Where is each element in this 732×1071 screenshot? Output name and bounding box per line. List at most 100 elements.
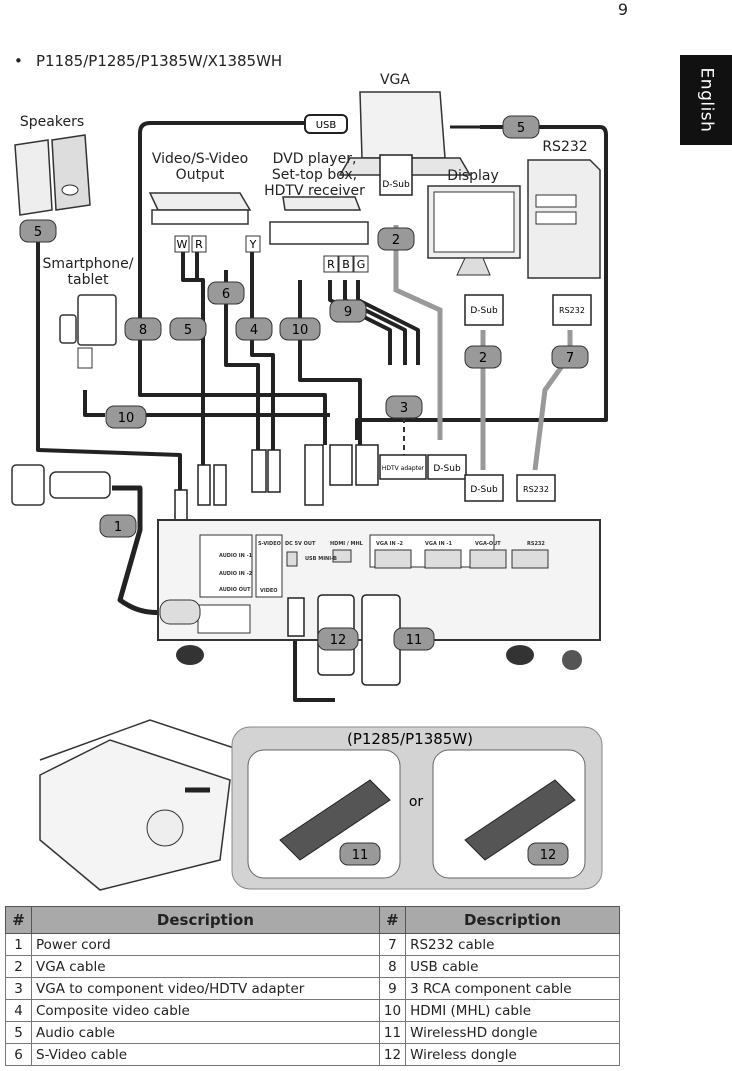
rs232-cable-path — [532, 330, 573, 471]
letter-b: B — [342, 258, 350, 271]
port-audio-out: AUDIO OUT — [219, 587, 251, 593]
port-labels: AUDIO IN -1 AUDIO IN -2 AUDIO OUT S-VIDE… — [219, 541, 545, 594]
label-display: Display — [447, 168, 499, 184]
laptop-audio-cable-path — [355, 125, 608, 440]
cell-desc: Wireless dongle — [405, 1043, 620, 1066]
callout-6: 6 — [207, 281, 245, 305]
svg-text:5: 5 — [517, 121, 525, 136]
svideo-plug-icon — [251, 449, 267, 493]
smartphone-cable-path — [83, 390, 330, 417]
svg-text:7: 7 — [566, 351, 574, 366]
bullet-icon: • — [14, 52, 23, 70]
projector-rear-icon — [157, 519, 601, 686]
label-video-output: Video/S-Video Output — [151, 151, 249, 184]
dongle-usb-cable-path — [293, 640, 335, 702]
connector-plugs — [174, 154, 592, 521]
label-speakers: Speakers — [19, 114, 85, 130]
composite-plug-icon — [267, 449, 281, 493]
composite-cable-path — [250, 250, 275, 450]
inset-or: or — [409, 794, 424, 810]
cell-num: 2 — [5, 955, 32, 978]
pc-tower-icon — [527, 159, 601, 279]
monitor-icon — [427, 185, 521, 276]
svg-text:11: 11 — [406, 633, 423, 648]
callout-7: 7 — [551, 345, 589, 369]
letter-g: G — [357, 258, 366, 271]
speakers-icon — [14, 134, 91, 216]
power-inlet — [197, 604, 251, 634]
rca-plug-r-icon — [213, 464, 227, 506]
svg-text:5: 5 — [184, 323, 192, 338]
page-number: 9 — [617, 0, 628, 19]
letter-w: W — [177, 238, 188, 251]
table-header-row: # Description # Description — [5, 906, 620, 934]
cell-desc: Composite video cable — [31, 999, 380, 1022]
callout-12b: 12 — [527, 842, 569, 866]
usb-plug-proj-icon — [304, 444, 324, 506]
svideo-cable-path — [224, 270, 260, 450]
cell-num: 11 — [378, 1021, 407, 1044]
callout-4: 4 — [235, 317, 273, 341]
inset-title: (P1285/P1385W) — [347, 730, 473, 748]
dsub-plug-monitor-icon — [464, 294, 504, 326]
callout-11b: 11 — [339, 842, 381, 866]
callouts: 5 5 2 6 9 8 5 4 10 2 7 3 10 1 12 11 — [19, 115, 589, 651]
connection-diagram: USB — [11, 91, 608, 891]
cell-num: 10 — [378, 999, 407, 1022]
label-rs232: RS232 — [542, 139, 588, 155]
header-num-2: # — [378, 906, 407, 934]
cell-desc: S-Video cable — [31, 1043, 380, 1066]
svg-text:2: 2 — [479, 351, 487, 366]
cell-num: 12 — [378, 1043, 407, 1066]
svg-text:3: 3 — [400, 401, 408, 416]
callout-8: 8 — [124, 317, 162, 341]
callout-2b: 2 — [464, 345, 502, 369]
rs232-label-proj: RS232 — [523, 485, 549, 494]
hdmi-plug-2-icon — [355, 444, 379, 486]
rs232-label-pc: RS232 — [559, 306, 585, 315]
hdmi-plug-1-icon — [329, 444, 353, 486]
power-plug-icon — [159, 599, 201, 625]
label-vga: VGA — [379, 72, 410, 88]
usb-plug-icon — [304, 114, 348, 134]
letter-r: R — [195, 238, 203, 251]
rs232-plug-pc-icon — [552, 294, 592, 326]
svg-text:10: 10 — [292, 323, 309, 338]
usb-plug-label: USB — [316, 120, 337, 131]
svg-text:10: 10 — [118, 411, 135, 426]
cell-desc: USB cable — [405, 955, 620, 978]
svg-text:12: 12 — [330, 633, 347, 648]
callout-12a: 12 — [317, 627, 359, 651]
cell-num: 7 — [378, 933, 407, 956]
svg-text:8: 8 — [139, 323, 147, 338]
cell-num: 6 — [5, 1043, 32, 1066]
port-audio-in-2: AUDIO IN -2 — [219, 571, 253, 577]
callout-11a: 11 — [393, 627, 435, 651]
audio-port-panel — [199, 534, 253, 598]
speaker-cable-path — [36, 235, 182, 490]
cell-desc: VGA cable — [31, 955, 380, 978]
label-smartphone: Smartphone/ tablet — [42, 256, 134, 289]
hdtv-adapter-label: HDTV adapter — [382, 465, 425, 472]
cell-num: 5 — [5, 1021, 32, 1044]
port-vga-in-2: VGA IN -2 — [376, 541, 403, 547]
cell-num: 4 — [5, 999, 32, 1022]
port-vga-in-1: VGA IN -1 — [425, 541, 452, 547]
model-line: •P1185/P1285/P1385W/X1385WH — [14, 52, 282, 70]
dsub-label-out: D-Sub — [470, 485, 498, 495]
rs232-plug-icon — [516, 474, 556, 502]
smartphone-tablet-icon — [59, 294, 117, 369]
svg-text:5: 5 — [34, 225, 42, 240]
audio-cable-path — [181, 250, 205, 470]
dsub-plug-laptop-icon — [379, 154, 413, 196]
video-output-device-icon — [148, 192, 252, 225]
svg-text:12: 12 — [540, 848, 557, 863]
cell-desc: VGA to component video/HDTV adapter — [31, 977, 380, 1000]
header-desc-1: Description — [31, 906, 380, 934]
port-audio-in-1: AUDIO IN -1 — [219, 553, 253, 559]
letter-y: Y — [249, 238, 257, 251]
